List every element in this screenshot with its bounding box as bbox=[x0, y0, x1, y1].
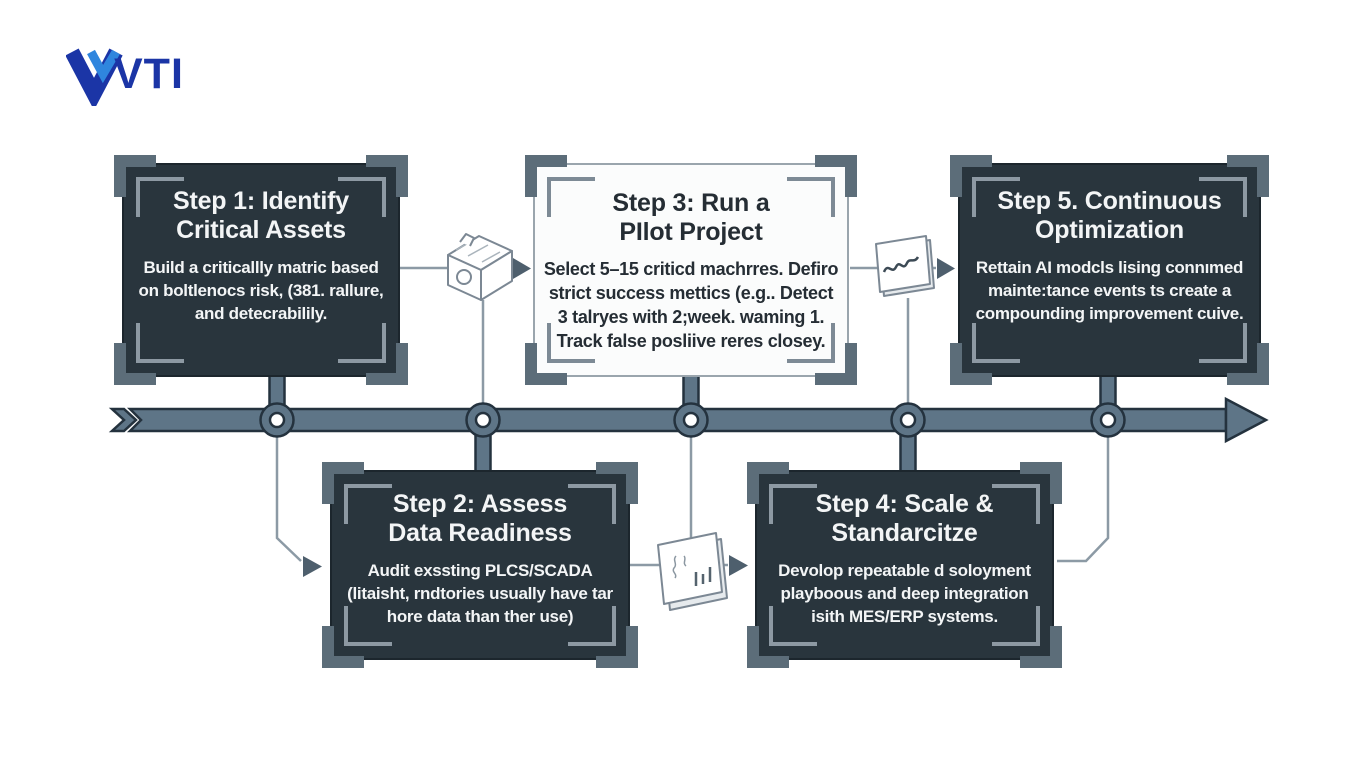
corner-bracket bbox=[338, 177, 386, 217]
corner-bracket bbox=[344, 484, 392, 524]
step-4-body: Devolop repeatable d soloyment playboous… bbox=[778, 561, 1031, 626]
corner-bracket bbox=[992, 606, 1040, 646]
corner-tab bbox=[596, 626, 638, 668]
arrow-into-step4 bbox=[729, 555, 748, 576]
step-4-box: Step 4: Scale & Standarcitze Devolop rep… bbox=[747, 462, 1062, 668]
corner-bracket bbox=[547, 177, 595, 217]
corner-tab bbox=[114, 155, 156, 197]
corner-bracket bbox=[136, 177, 184, 217]
step-3-title-line1: Step 3: Run a bbox=[612, 189, 770, 217]
corner-bracket bbox=[344, 606, 392, 646]
step-2-title-line1: Step 2: Assess bbox=[392, 490, 568, 518]
arrow-into-step2 bbox=[303, 556, 322, 577]
step-1-title-line1: Step 1: Identify bbox=[173, 187, 349, 215]
corner-tab bbox=[1227, 343, 1269, 385]
corner-tab bbox=[322, 626, 364, 668]
corner-tab bbox=[525, 155, 567, 197]
corner-bracket bbox=[769, 606, 817, 646]
corner-tab bbox=[525, 343, 567, 385]
step-4-title-line1: Step 4: Scale & bbox=[815, 490, 994, 518]
corner-tab bbox=[1020, 462, 1062, 504]
step-5-title-line1: Step 5. Continuous bbox=[997, 187, 1222, 215]
corner-tab bbox=[950, 343, 992, 385]
step-1-box: Step 1: Identify Critical Assets Build a… bbox=[114, 155, 408, 385]
step-2-title-line2: Data Readiness bbox=[388, 519, 572, 547]
timeline-arrowhead bbox=[1224, 396, 1269, 444]
logo-v-light bbox=[87, 49, 120, 84]
report-card-icon bbox=[657, 532, 728, 611]
trend-chart-icon bbox=[875, 235, 935, 297]
timeline-start-chevron bbox=[108, 407, 138, 433]
corner-bracket bbox=[136, 323, 184, 363]
step-2-box: Step 2: Assess Data Readiness Audit exss… bbox=[322, 462, 638, 668]
step-1-title: Step 1: Identify Critical Assets bbox=[173, 187, 349, 245]
arrow-into-step5 bbox=[937, 258, 955, 279]
corner-bracket bbox=[1199, 177, 1247, 217]
corner-tab bbox=[596, 462, 638, 504]
connector-node1-to-step2 bbox=[275, 436, 302, 562]
corner-tab bbox=[322, 462, 364, 504]
corner-bracket bbox=[972, 323, 1020, 363]
arrow-into-step3 bbox=[513, 258, 531, 279]
step-5-body: Rettain AI modcls lising connımed mainte… bbox=[975, 258, 1244, 323]
connector-node5-to-step4 bbox=[1057, 436, 1110, 563]
corner-bracket bbox=[568, 484, 616, 524]
step-3-body: Select 5–15 criticd machrres. Defiro str… bbox=[543, 259, 839, 352]
step-1-body: Build a criticallly matric based on bolt… bbox=[138, 258, 384, 323]
timeline bbox=[108, 368, 1269, 475]
vti-logo-mark bbox=[65, 48, 123, 111]
corner-tab bbox=[1020, 626, 1062, 668]
machine-icon bbox=[447, 233, 513, 301]
corner-tab bbox=[114, 343, 156, 385]
step-4-title: Step 4: Scale & Standarcitze bbox=[816, 490, 994, 548]
logo-text: VTI bbox=[114, 50, 184, 98]
step-3-box: Step 3: Run a PIlot Project Select 5–15 … bbox=[525, 155, 857, 385]
step-1-title-line2: Critical Assets bbox=[176, 216, 346, 244]
step-2-body: Audit exssting PLCS/SCADA (litaisht, rnd… bbox=[347, 561, 613, 626]
step-3-title: Step 3: Run a PIlot Project bbox=[612, 189, 769, 247]
corner-tab bbox=[815, 343, 857, 385]
corner-tab bbox=[1227, 155, 1269, 197]
corner-tab bbox=[747, 462, 789, 504]
corner-bracket bbox=[338, 323, 386, 363]
corner-bracket bbox=[547, 323, 595, 363]
step-5-title: Step 5. Continuous Optimization bbox=[997, 187, 1221, 245]
corner-tab bbox=[815, 155, 857, 197]
corner-bracket bbox=[1199, 323, 1247, 363]
corner-bracket bbox=[568, 606, 616, 646]
step-5-title-line2: Optimization bbox=[1035, 216, 1184, 244]
corner-tab bbox=[950, 155, 992, 197]
step-5-box: Step 5. Continuous Optimization Rettain … bbox=[950, 155, 1269, 385]
timeline-node-holes bbox=[268, 411, 1117, 429]
vti-logo: VTI bbox=[65, 42, 266, 111]
corner-bracket bbox=[787, 177, 835, 217]
corner-bracket bbox=[972, 177, 1020, 217]
corner-bracket bbox=[769, 484, 817, 524]
corner-bracket bbox=[787, 323, 835, 363]
corner-tab bbox=[366, 155, 408, 197]
corner-tab bbox=[747, 626, 789, 668]
step-3-title-line2: PIlot Project bbox=[619, 218, 763, 246]
step-4-title-line2: Standarcitze bbox=[831, 519, 978, 547]
step-2-title: Step 2: Assess Data Readiness bbox=[388, 490, 572, 548]
small-arrows bbox=[303, 258, 955, 577]
corner-bracket bbox=[992, 484, 1040, 524]
corner-tab bbox=[366, 343, 408, 385]
